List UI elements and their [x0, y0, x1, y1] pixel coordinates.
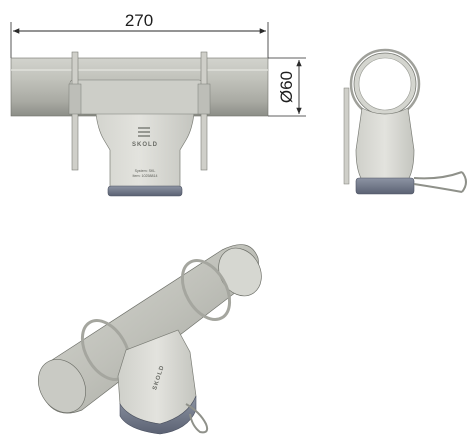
side-cable	[413, 171, 467, 193]
iso-pipe-end	[38, 359, 86, 413]
iso-cable	[185, 403, 209, 434]
saddle-band	[69, 79, 203, 115]
front-view: 270 SKOLD System: SKL Item: 10258814	[10, 11, 306, 197]
side-base	[355, 177, 415, 195]
front-label-line-1: System: SKL	[135, 169, 156, 173]
length-dimension-value: 270	[125, 11, 153, 30]
length-dimension: 270	[10, 11, 269, 58]
outlet-base	[107, 185, 183, 197]
side-body	[355, 107, 415, 181]
front-logo-text: SKOLD	[132, 142, 158, 148]
front-label-line-2: Item: 10258814	[133, 174, 158, 178]
clamp-rods	[68, 51, 211, 171]
iso-clamp-right	[180, 259, 232, 321]
diameter-dimension: Ø60	[268, 57, 306, 117]
front-logo: SKOLD	[132, 127, 158, 148]
side-bolt	[343, 87, 350, 185]
diameter-dimension-value: Ø60	[277, 71, 296, 103]
side-view	[343, 48, 467, 195]
isometric-view: SKOLD	[38, 244, 262, 435]
